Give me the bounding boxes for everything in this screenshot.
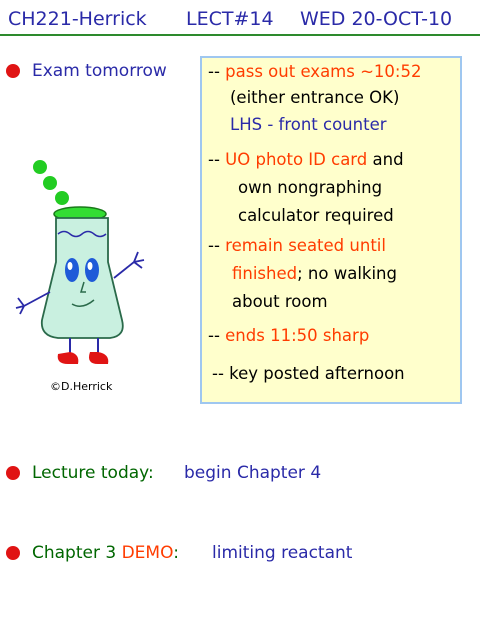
exam-line-4: -- UO photo ID card and: [208, 150, 404, 169]
exam-details-box: -- pass out exams ~10:52 (either entranc…: [200, 56, 462, 404]
course-title: CH221-Herrick: [8, 8, 147, 30]
lecture-number: LECT#14: [186, 8, 274, 30]
exam-line-5: own nongraphing: [238, 178, 383, 197]
exam-line-10: -- ends 11:50 sharp: [208, 326, 370, 345]
lecture-today-label: Lecture today:: [32, 463, 154, 483]
lecture-today-detail: begin Chapter 4: [184, 463, 322, 483]
exam-tomorrow-label: Exam tomorrow: [32, 61, 167, 81]
exam-line-9: about room: [232, 292, 328, 311]
chapter-demo-detail: limiting reactant: [212, 543, 353, 563]
bullet-dot-icon: [6, 546, 20, 560]
exam-line-3: LHS - front counter: [230, 115, 387, 134]
lecture-date: WED 20-OCT-10: [300, 8, 453, 30]
artist-credit: ©D.Herrick: [50, 380, 113, 393]
exam-line-11: -- key posted afternoon: [212, 364, 405, 383]
exam-line-1: -- pass out exams ~10:52: [208, 62, 422, 81]
exam-line-6: calculator required: [238, 206, 394, 225]
header-rule: [0, 34, 480, 36]
bullet-dot-icon: [6, 64, 20, 78]
lecture-today-row: Lecture today:: [32, 463, 154, 483]
exam-line-8: finished; no walking: [232, 264, 397, 283]
exam-line-2: (either entrance OK): [230, 88, 400, 107]
slide-header: CH221-Herrick LECT#14 WED 20-OCT-10: [0, 0, 480, 36]
bullet-dot-icon: [6, 466, 20, 480]
chapter-demo-row: Chapter 3 DEMO:: [32, 543, 179, 563]
test-tube-mascot-icon: [15, 160, 145, 364]
exam-line-7: -- remain seated until: [208, 236, 386, 255]
